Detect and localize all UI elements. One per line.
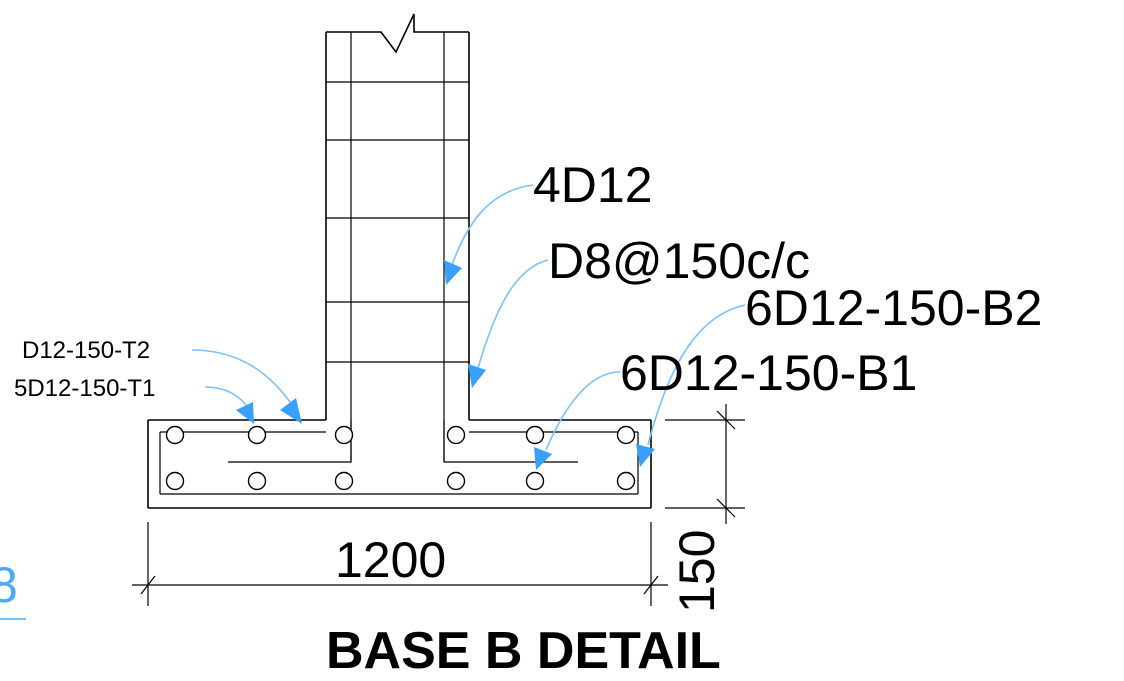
dimension-depth (665, 404, 745, 524)
rebar-section (334, 471, 354, 491)
rebar-section (247, 425, 267, 445)
rebar-section (165, 425, 185, 445)
column-ties (326, 81, 469, 363)
leader-t1 (204, 386, 247, 406)
column-break-line (326, 13, 469, 54)
arrowhead-b2 (636, 444, 655, 467)
dimension-tick (716, 498, 736, 518)
label-base-top-bars-2: D12-150-T2 (22, 337, 150, 364)
rebar-section (446, 425, 466, 445)
label-base-bottom-bars-2: 6D12-150-B2 (745, 280, 1042, 336)
leaders (191, 184, 746, 470)
leader-b1 (545, 371, 621, 451)
rebar-section (247, 471, 267, 491)
dimension-tick (140, 575, 156, 595)
leader-4d12 (451, 184, 534, 266)
arrowhead-t2 (280, 398, 302, 424)
base-footing (147, 419, 652, 509)
label-column-ties: D8@150c/c (548, 233, 810, 289)
reference-tag-fragment: 8 (0, 557, 18, 613)
base-top-bars (165, 425, 636, 445)
dimension-depth-text: 150 (669, 530, 725, 613)
dimension-tick (643, 575, 659, 595)
rebar-section (525, 471, 545, 491)
rebar-section (165, 471, 185, 491)
arrowhead-t1 (236, 402, 254, 424)
rebar-section (446, 471, 466, 491)
column-bar-hook-left (228, 420, 352, 463)
drawing-title: BASE B DETAIL (326, 622, 721, 680)
dimension-width (132, 522, 668, 606)
arrowhead-b1 (534, 447, 552, 470)
label-column-main-bars: 4D12 (533, 157, 653, 213)
dimension-width-text: 1200 (335, 532, 446, 588)
column-bar-hook-right (443, 420, 578, 463)
arrowhead-d8 (468, 364, 486, 388)
rebar-section (525, 425, 545, 445)
label-base-bottom-bars-1: 6D12-150-B1 (620, 345, 917, 401)
arrowhead-4d12 (444, 260, 462, 285)
rebar-section (334, 425, 354, 445)
leader-b2 (647, 304, 746, 446)
rebar-section (616, 425, 636, 445)
dimension-tick (716, 410, 736, 430)
leader-d8 (477, 259, 549, 369)
rebar-section (616, 471, 636, 491)
column (228, 13, 578, 463)
leader-t2 (191, 349, 293, 406)
label-base-top-bars-1: 5D12-150-T1 (14, 375, 155, 402)
base-bottom-bars (165, 471, 636, 491)
